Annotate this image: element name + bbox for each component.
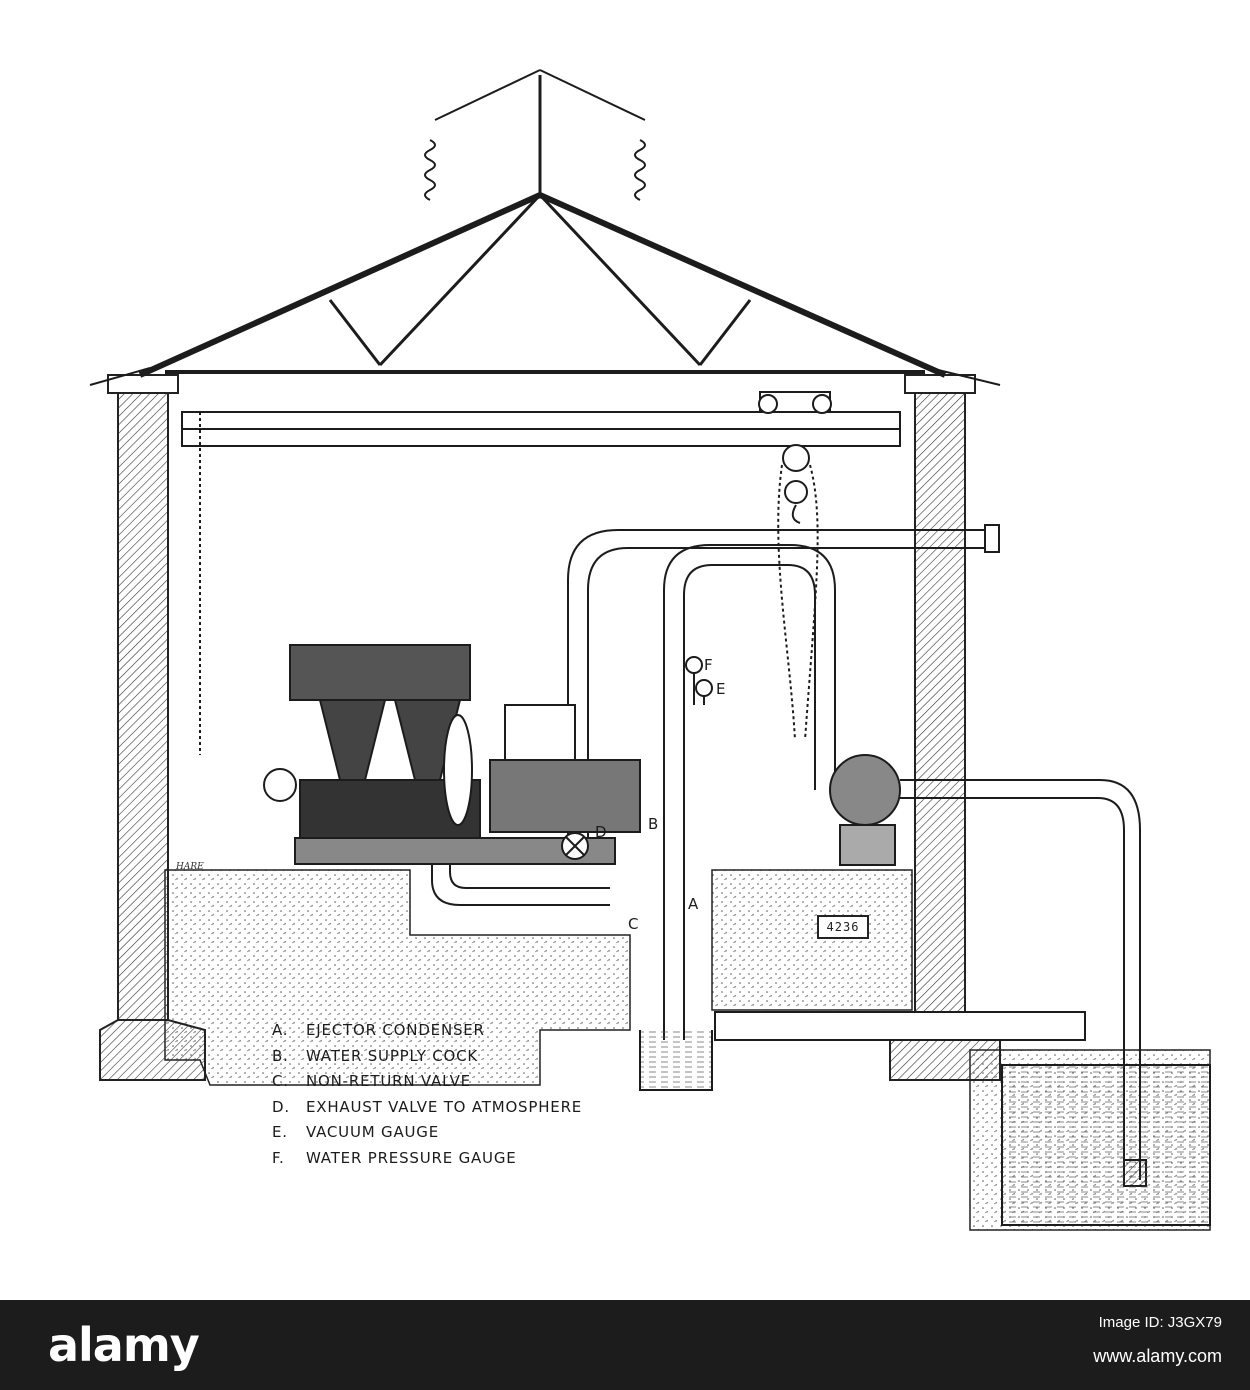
label-a: A bbox=[688, 895, 699, 913]
sumps bbox=[639, 1030, 1211, 1226]
label-e: E bbox=[716, 680, 726, 698]
image-id: Image ID: J3GX79 bbox=[1098, 1314, 1222, 1331]
gauges bbox=[685, 656, 713, 705]
roof-truss bbox=[89, 69, 1001, 386]
overhead-crane bbox=[181, 391, 901, 755]
legend-key: D. bbox=[272, 1097, 290, 1116]
site-url: www.alamy.com bbox=[1093, 1346, 1222, 1366]
legend-text: WATER SUPPLY COCK bbox=[306, 1046, 479, 1065]
legend-item-b: B. WATER SUPPLY COCK bbox=[272, 1044, 582, 1070]
legend-key: B. bbox=[272, 1046, 289, 1065]
label-c: C bbox=[628, 915, 639, 933]
label-f: F bbox=[704, 656, 713, 674]
legend-text: EXHAUST VALVE TO ATMOSPHERE bbox=[306, 1097, 583, 1116]
figure-number: 4236 bbox=[817, 915, 869, 939]
legend-key: C. bbox=[272, 1072, 289, 1090]
dynamo bbox=[489, 704, 641, 860]
pipework bbox=[431, 524, 1147, 1187]
legend-key: A. bbox=[272, 1021, 289, 1039]
engraving-diagram: A.EJECTOR CONDENSER B.WATER SUPPLY COCK … bbox=[89, 69, 1211, 1231]
legend-text: EJECTOR CONDENSER bbox=[306, 1021, 485, 1039]
legend-item-f: F. WATER PRESSURE GAUGE bbox=[272, 1146, 582, 1172]
left-column bbox=[99, 374, 206, 1081]
centrifugal-pump bbox=[829, 754, 901, 866]
pumping-station-illustration bbox=[89, 69, 1211, 1231]
legend-item-e: E. VACUUM GAUGE bbox=[272, 1120, 582, 1146]
legend-text: WATER PRESSURE GAUGE bbox=[306, 1148, 517, 1167]
legend-item-a: A. EJECTOR CONDENSER bbox=[272, 1018, 582, 1044]
legend-item-d: D. EXHAUST VALVE TO ATMOSPHERE bbox=[272, 1095, 582, 1121]
stock-photo-footer: alamy Image ID: J3GX79 www.alamy.com bbox=[0, 1300, 1250, 1390]
label-d: D bbox=[595, 823, 607, 841]
legend: A.EJECTOR CONDENSER B.WATER SUPPLY COCK … bbox=[272, 1018, 582, 1171]
legend-text: NON-RETURN VALVE bbox=[306, 1072, 471, 1090]
legend-text: VACUUM GAUGE bbox=[306, 1123, 440, 1141]
alamy-logo: alamy bbox=[48, 1318, 200, 1372]
roof-ventilators bbox=[424, 139, 646, 201]
legend-key: F. bbox=[272, 1148, 285, 1167]
legend-item-c: C. NON-RETURN VALVE bbox=[272, 1069, 582, 1095]
label-b: B bbox=[648, 815, 659, 833]
legend-key: E. bbox=[272, 1123, 288, 1141]
artist-signature: HARE bbox=[176, 862, 204, 872]
